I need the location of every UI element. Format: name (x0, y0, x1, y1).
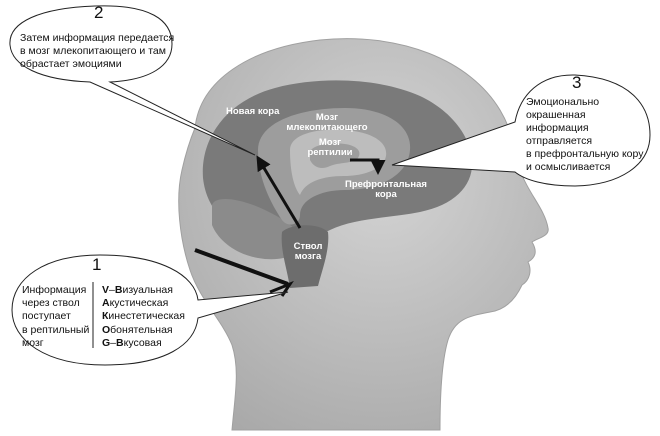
callout-1-line-5: мозг (22, 336, 44, 349)
callout-3-bubble (391, 74, 651, 187)
label-brain-stem: Ствол мозга (293, 241, 323, 262)
callout-2-line-2: в мозг млекопитающего и там (20, 45, 166, 57)
callout-1-bubble (11, 254, 289, 366)
callout-1-line-1: Информация (22, 284, 87, 296)
label-neocortex: Новая кора (226, 106, 280, 117)
callout-1-line-3: поступает (22, 310, 71, 323)
label-reptile-brain: Мозг рептилии (307, 137, 353, 158)
sense-kinesthetic: Кинестетическая (102, 310, 185, 323)
callout-3-line-3: отправляется (526, 135, 593, 147)
callout-3-line-2: окрашенная информация (526, 109, 589, 134)
stem-to-mammal-arrow (256, 155, 302, 229)
callout-3-number: 3 (572, 73, 582, 92)
callout-3-line-5: и осмысливается (526, 161, 611, 173)
label-mammal-brain: Мозг млекопитающего (286, 112, 368, 133)
callout-2-line-1: Затем информация передается (20, 32, 175, 44)
reptile-to-prefrontal-arrow (350, 158, 386, 175)
callout-1-line-4: в рептильный (22, 323, 90, 336)
callout-1-line-2: через ствол (22, 297, 80, 310)
brain-stem-region (281, 225, 329, 288)
sense-olfactory: Обонятельная (102, 323, 173, 336)
callout-3-line-4: в префронтальную кору (526, 148, 644, 160)
senses-list: V–Визуальная Акустическая Кинестетическа… (102, 284, 185, 350)
reptile-brain-inner (310, 143, 360, 168)
callout-2-number: 2 (94, 3, 104, 22)
callout-3-line-1: Эмоционально (526, 96, 600, 108)
sense-auditory: Акустическая (102, 297, 169, 310)
label-prefrontal-cortex: Префронтальная кора (345, 179, 427, 200)
callout-2-line-3: обрастает эмоциями (20, 58, 122, 70)
sense-gustatory: G–Вкусовая (102, 336, 162, 349)
input-arrow (194, 248, 289, 286)
cerebellum-region (212, 198, 301, 260)
callout-1-number: 1 (92, 255, 102, 274)
callout-2-bubble (9, 5, 256, 156)
sense-visual: V–Визуальная (102, 284, 173, 296)
